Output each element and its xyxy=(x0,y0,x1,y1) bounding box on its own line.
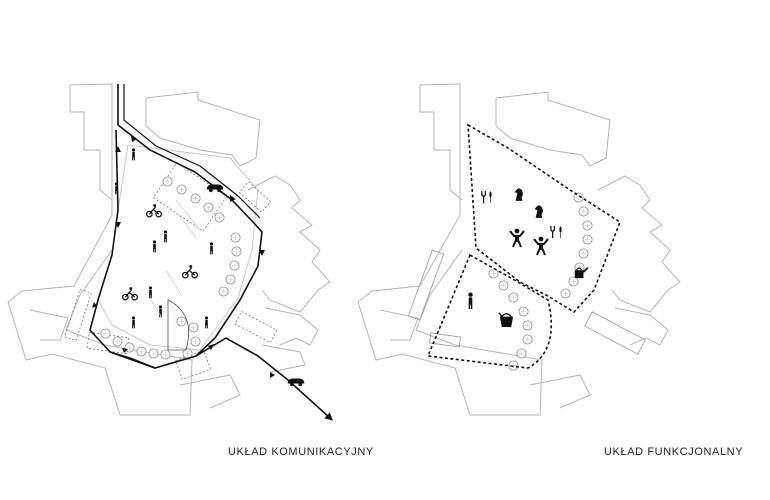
car-icon xyxy=(206,184,224,193)
bucket-icon xyxy=(498,312,514,328)
pedestrian-icon xyxy=(148,286,153,299)
surrounding-buildings xyxy=(7,83,331,416)
dining-icon xyxy=(550,225,555,239)
chess-knight-icon xyxy=(534,205,543,218)
pedestrian-icon xyxy=(163,230,168,243)
car-icon xyxy=(287,378,305,387)
person-icon xyxy=(468,292,473,310)
pedestrian-icon xyxy=(131,148,136,161)
direction-arrow-icon xyxy=(92,136,275,378)
dining-icon xyxy=(481,190,486,204)
functional-plan xyxy=(357,83,681,416)
cyclists xyxy=(122,204,198,301)
caption-functional: UKŁAD FUNKCJONALNY xyxy=(604,446,744,458)
traffic-routes xyxy=(89,84,333,421)
chess-knight-icon xyxy=(514,188,523,201)
caption-communication: UKŁAD KOMUNIKACYJNY xyxy=(228,446,374,458)
exercise-person-icon xyxy=(509,228,525,248)
pedestrian-icon xyxy=(114,182,119,195)
hatch-lines xyxy=(149,199,201,319)
semicircle-garden xyxy=(167,299,190,351)
cyclist-icon xyxy=(182,265,198,279)
pedestrian-icon xyxy=(204,316,209,329)
dining-icon xyxy=(559,226,562,238)
cyclist-icon xyxy=(146,204,162,218)
watering-can-icon xyxy=(573,266,589,279)
exercise-person-icon xyxy=(533,236,549,256)
surrounding-buildings xyxy=(357,83,681,416)
cyclist-icon xyxy=(122,287,138,301)
activity-icons xyxy=(468,188,589,328)
dining-icon xyxy=(489,191,492,203)
parking-rows xyxy=(407,249,646,355)
pedestrian-icon xyxy=(131,316,136,329)
tree-canopies xyxy=(488,192,593,371)
pedestrian-icon xyxy=(152,240,157,253)
communication-plan xyxy=(7,83,333,421)
functional-zones xyxy=(426,123,621,369)
pedestrian-icon xyxy=(209,242,214,255)
